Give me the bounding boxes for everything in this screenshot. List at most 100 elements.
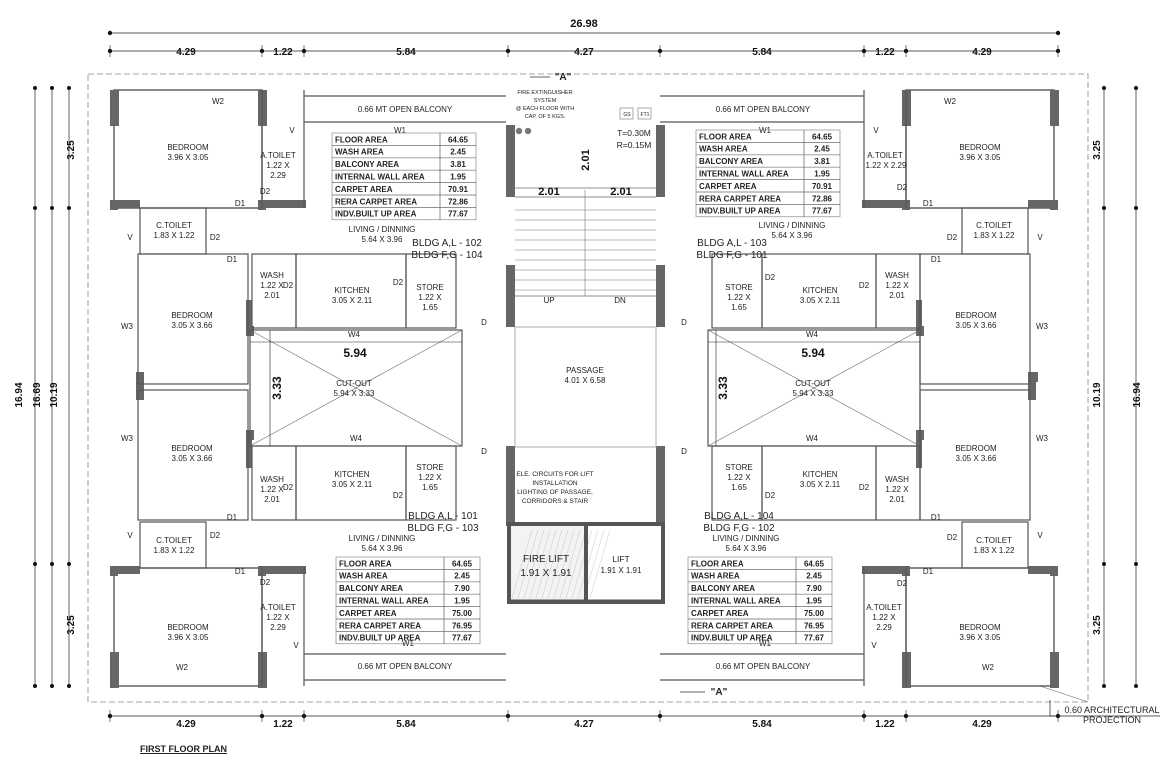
dim-dot xyxy=(1055,30,1061,36)
store-size: 1.22 X xyxy=(418,293,442,302)
left-dim-label: 3.25 xyxy=(66,140,77,160)
store-size: 1.22 X xyxy=(727,473,751,482)
unit-label: BLDG A,L - 104 xyxy=(704,511,774,522)
area-table-top-left-label: FLOOR AREA xyxy=(335,135,388,144)
area-table-top-left-value: 64.65 xyxy=(448,135,469,144)
area-table-bottom-left-value: 77.67 xyxy=(452,634,473,643)
area-table-top-left-value: 77.67 xyxy=(448,210,469,219)
area-table-top-right-label: FLOOR AREA xyxy=(699,132,752,141)
lift-size: 1.91 X 1.91 xyxy=(601,566,642,575)
bedroom-name: BEDROOM xyxy=(167,623,209,632)
cutout-size: 5.94 X 3.33 xyxy=(334,389,375,398)
kitchen-name: KITCHEN xyxy=(802,286,837,295)
dim-dot xyxy=(50,684,54,688)
opening-label-w1: W1 xyxy=(759,639,772,648)
fire-lift-name: FIRE LIFT xyxy=(523,554,569,565)
wash-name: WASH xyxy=(885,271,909,280)
opening-label-d2: D2 xyxy=(859,483,870,492)
cutout-name: CUT-OUT xyxy=(795,379,831,388)
area-table-bottom-left-label: BALCONY AREA xyxy=(339,584,403,593)
kitchen-name: KITCHEN xyxy=(802,470,837,479)
bedroom-name: BEDROOM xyxy=(955,311,997,320)
area-table-bottom-right-label: RERA CARPET AREA xyxy=(691,621,773,630)
store-size: 1.65 xyxy=(422,303,438,312)
kitchen-size: 3.05 X 2.11 xyxy=(332,296,373,305)
unit-label: BLDG A,L - 103 xyxy=(697,238,767,249)
column xyxy=(506,125,515,197)
cut-out-walls xyxy=(249,329,463,447)
kitchen-name: KITCHEN xyxy=(334,286,369,295)
opening-label-w4: W4 xyxy=(806,434,819,443)
wash-size: 2.01 xyxy=(889,291,905,300)
stair-tread-label: T=0.30M xyxy=(617,128,651,138)
stair-dim-h: 2.01 xyxy=(538,186,559,198)
bedroom-name: BEDROOM xyxy=(167,143,209,152)
opening-label-d: D xyxy=(481,318,487,327)
wash-size: 1.22 X xyxy=(260,281,284,290)
kitchen-size: 3.05 X 2.11 xyxy=(800,480,841,489)
area-table-bottom-right-cell xyxy=(795,631,833,645)
column xyxy=(916,440,922,468)
right-dim-label: 3.25 xyxy=(1092,140,1103,160)
area-table-bottom-right-value: 76.95 xyxy=(804,621,825,630)
opening-label-v: V xyxy=(871,641,877,650)
bottom-dim-label: 4.29 xyxy=(972,719,992,730)
opening-label-w1: W1 xyxy=(394,126,407,135)
area-table-bottom-right-value: 2.45 xyxy=(806,572,822,581)
cutout-dim-v: 3.33 xyxy=(270,376,284,400)
column xyxy=(114,200,140,208)
bedroom-side-walls xyxy=(137,253,249,385)
passage-name: PASSAGE xyxy=(566,366,604,375)
top-dim-label: 1.22 xyxy=(875,47,895,58)
dim-dot xyxy=(1134,206,1138,210)
tag-mark: FT1 xyxy=(641,112,650,118)
cutout-dim-h: 5.94 xyxy=(801,346,825,360)
area-table-top-left-value: 1.95 xyxy=(450,173,466,182)
unit-label: BLDG F,G - 102 xyxy=(703,523,775,534)
area-table-bottom-left-value: 2.45 xyxy=(454,572,470,581)
unit-label: BLDG F,G - 101 xyxy=(696,250,768,261)
hatch-line xyxy=(589,529,611,599)
opening-label-d2: D2 xyxy=(897,579,908,588)
dim-dot xyxy=(33,206,37,210)
column xyxy=(110,90,119,126)
area-table-bottom-right-value: 64.65 xyxy=(804,559,825,568)
dim-dot xyxy=(33,684,37,688)
a-toilet-size: 2.29 xyxy=(876,623,892,632)
c-toilet-walls xyxy=(961,521,1029,569)
tag-box xyxy=(619,107,634,120)
left-dim-label: 3.25 xyxy=(66,615,77,635)
area-table-bottom-right-value: 77.67 xyxy=(804,634,825,643)
area-table-bottom-left-value: 75.00 xyxy=(452,609,473,618)
dim-dot xyxy=(107,30,113,36)
balcony-label: 0.66 MT OPEN BALCONY xyxy=(358,105,453,114)
lift-note-line: ELE. CIRCUITS FOR LIFT xyxy=(516,471,593,478)
lift-note-line: LIGHTING OF PASSAGE, xyxy=(517,489,593,496)
fire-note-line: CAP. OF 5 KGS. xyxy=(525,114,566,120)
unit-label: BLDG F,G - 104 xyxy=(411,250,483,261)
opening-label-d2: D2 xyxy=(260,187,271,196)
area-table-top-right-label: WASH AREA xyxy=(699,145,748,154)
hatch-line xyxy=(511,529,533,599)
bedroom-side-walls xyxy=(137,389,249,521)
lift-note-line: CORRIDORS & STAIR xyxy=(522,498,589,505)
hatch-line xyxy=(547,529,569,599)
c-toilet-name: C.TOILET xyxy=(976,536,1012,545)
lift-name: LIFT xyxy=(612,554,629,564)
opening-label-v: V xyxy=(127,531,133,540)
opening-label-d2: D2 xyxy=(947,533,958,542)
hatch-line xyxy=(529,529,551,599)
opening-label-v: V xyxy=(1037,233,1043,242)
column xyxy=(656,446,665,526)
opening-label-d1: D1 xyxy=(227,255,238,264)
top-dim-label: 4.29 xyxy=(176,47,196,58)
a-toilet-size: 2.29 xyxy=(270,623,286,632)
cut-out-cross xyxy=(707,329,921,447)
extinguisher-dot xyxy=(524,127,532,135)
column xyxy=(506,265,515,327)
dim-dot xyxy=(50,206,54,210)
opening-label-w1: W1 xyxy=(402,639,415,648)
top-dim-label: 5.84 xyxy=(396,47,416,58)
area-table-top-right-value: 72.86 xyxy=(812,194,833,203)
a-toilet-name: A.TOILET xyxy=(867,151,903,160)
